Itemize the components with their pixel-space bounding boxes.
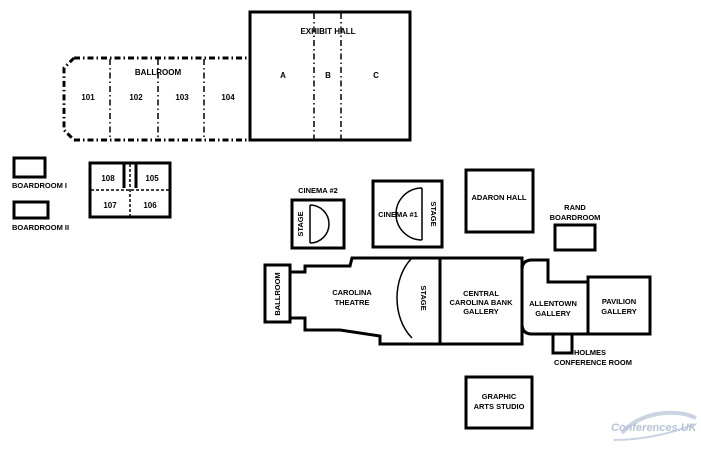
cinema-1-label: CINEMA #1 (378, 210, 418, 219)
boardroom-1[interactable]: BOARDROOM I (12, 156, 67, 190)
ballroom-label: BALLROOM (135, 68, 182, 77)
room-105-label: 105 (145, 174, 159, 183)
rand-boardroom[interactable]: RAND BOARDROOM (550, 203, 601, 252)
allentown-gallery-label-2: GALLERY (535, 309, 571, 318)
carolina-theatre-label-1: CAROLINA (332, 288, 372, 297)
cinema-2[interactable]: CINEMA #2 STAGE (290, 186, 346, 250)
holmes-label-2: CONFERENCE ROOM (554, 358, 632, 367)
conferences-uk-logo: Conferences.UK (611, 410, 698, 441)
room-104-label: 104 (221, 93, 235, 102)
room-106-label: 106 (143, 201, 157, 210)
ballroom[interactable]: BALLROOM 101 102 103 104 (62, 56, 252, 142)
boardroom-1-label: BOARDROOM I (12, 181, 67, 190)
exhibit-b-label: B (325, 71, 331, 80)
exhibit-hall[interactable]: EXHIBIT HALL A B C (248, 10, 412, 142)
holmes-label-1: HOLMES (574, 348, 606, 357)
carolina-theatre-label-2: THEATRE (335, 298, 370, 307)
graphic-arts-label-1: GRAPHIC (482, 392, 517, 401)
room-107-label: 107 (103, 201, 117, 210)
central-carolina-bank-gallery[interactable]: CENTRAL CAROLINA BANK GALLERY (438, 256, 524, 346)
exhibit-a-label: A (280, 71, 286, 80)
carolina-theatre-stage-label: STAGE (419, 285, 428, 310)
pavilion-gallery[interactable]: PAVILION GALLERY (586, 275, 652, 336)
cinema-1-stage-label: STAGE (429, 201, 438, 226)
central-gallery-label-2: CAROLINA BANK (449, 298, 513, 307)
rand-boardroom-label-1: RAND (564, 203, 586, 212)
room-108-label: 108 (101, 174, 115, 183)
room-102-label: 102 (129, 93, 143, 102)
logo-text: Conferences.UK (611, 422, 698, 434)
central-gallery-label-1: CENTRAL (463, 289, 499, 298)
graphic-arts-label-2: ARTS STUDIO (474, 402, 525, 411)
pavilion-gallery-label-1: PAVILION (602, 297, 636, 306)
boardroom-2-label: BOARDROOM II (12, 223, 69, 232)
room-103-label: 103 (175, 93, 189, 102)
exhibit-hall-label: EXHIBIT HALL (300, 27, 355, 36)
holmes-conference-room[interactable]: HOLMES CONFERENCE ROOM (551, 332, 632, 367)
rand-boardroom-label-2: BOARDROOM (550, 213, 601, 222)
cinema-1[interactable]: CINEMA #1 STAGE (371, 179, 444, 249)
pavilion-gallery-label-2: GALLERY (601, 307, 637, 316)
allentown-gallery[interactable]: ALLENTOWN GALLERY (520, 258, 590, 336)
adaron-hall-label: ADARON HALL (472, 193, 527, 202)
carolina-theatre[interactable]: CAROLINA THEATRE STAGE (288, 256, 442, 346)
room-101-label: 101 (81, 93, 95, 102)
ballroom-small-label: BALLROOM (273, 272, 282, 315)
ballroom-small[interactable]: BALLROOM (263, 263, 292, 324)
boardroom-2[interactable]: BOARDROOM II (12, 200, 69, 232)
adaron-hall[interactable]: ADARON HALL (464, 168, 535, 234)
exhibit-c-label: C (373, 71, 379, 80)
cinema-2-label: CINEMA #2 (298, 186, 338, 195)
meeting-rooms-105-108[interactable]: 108 105 107 106 (88, 161, 172, 219)
central-gallery-label-3: GALLERY (463, 307, 499, 316)
allentown-gallery-label-1: ALLENTOWN (529, 299, 577, 308)
cinema-2-stage-label: STAGE (296, 211, 305, 236)
graphic-arts-studio[interactable]: GRAPHIC ARTS STUDIO (464, 375, 534, 430)
